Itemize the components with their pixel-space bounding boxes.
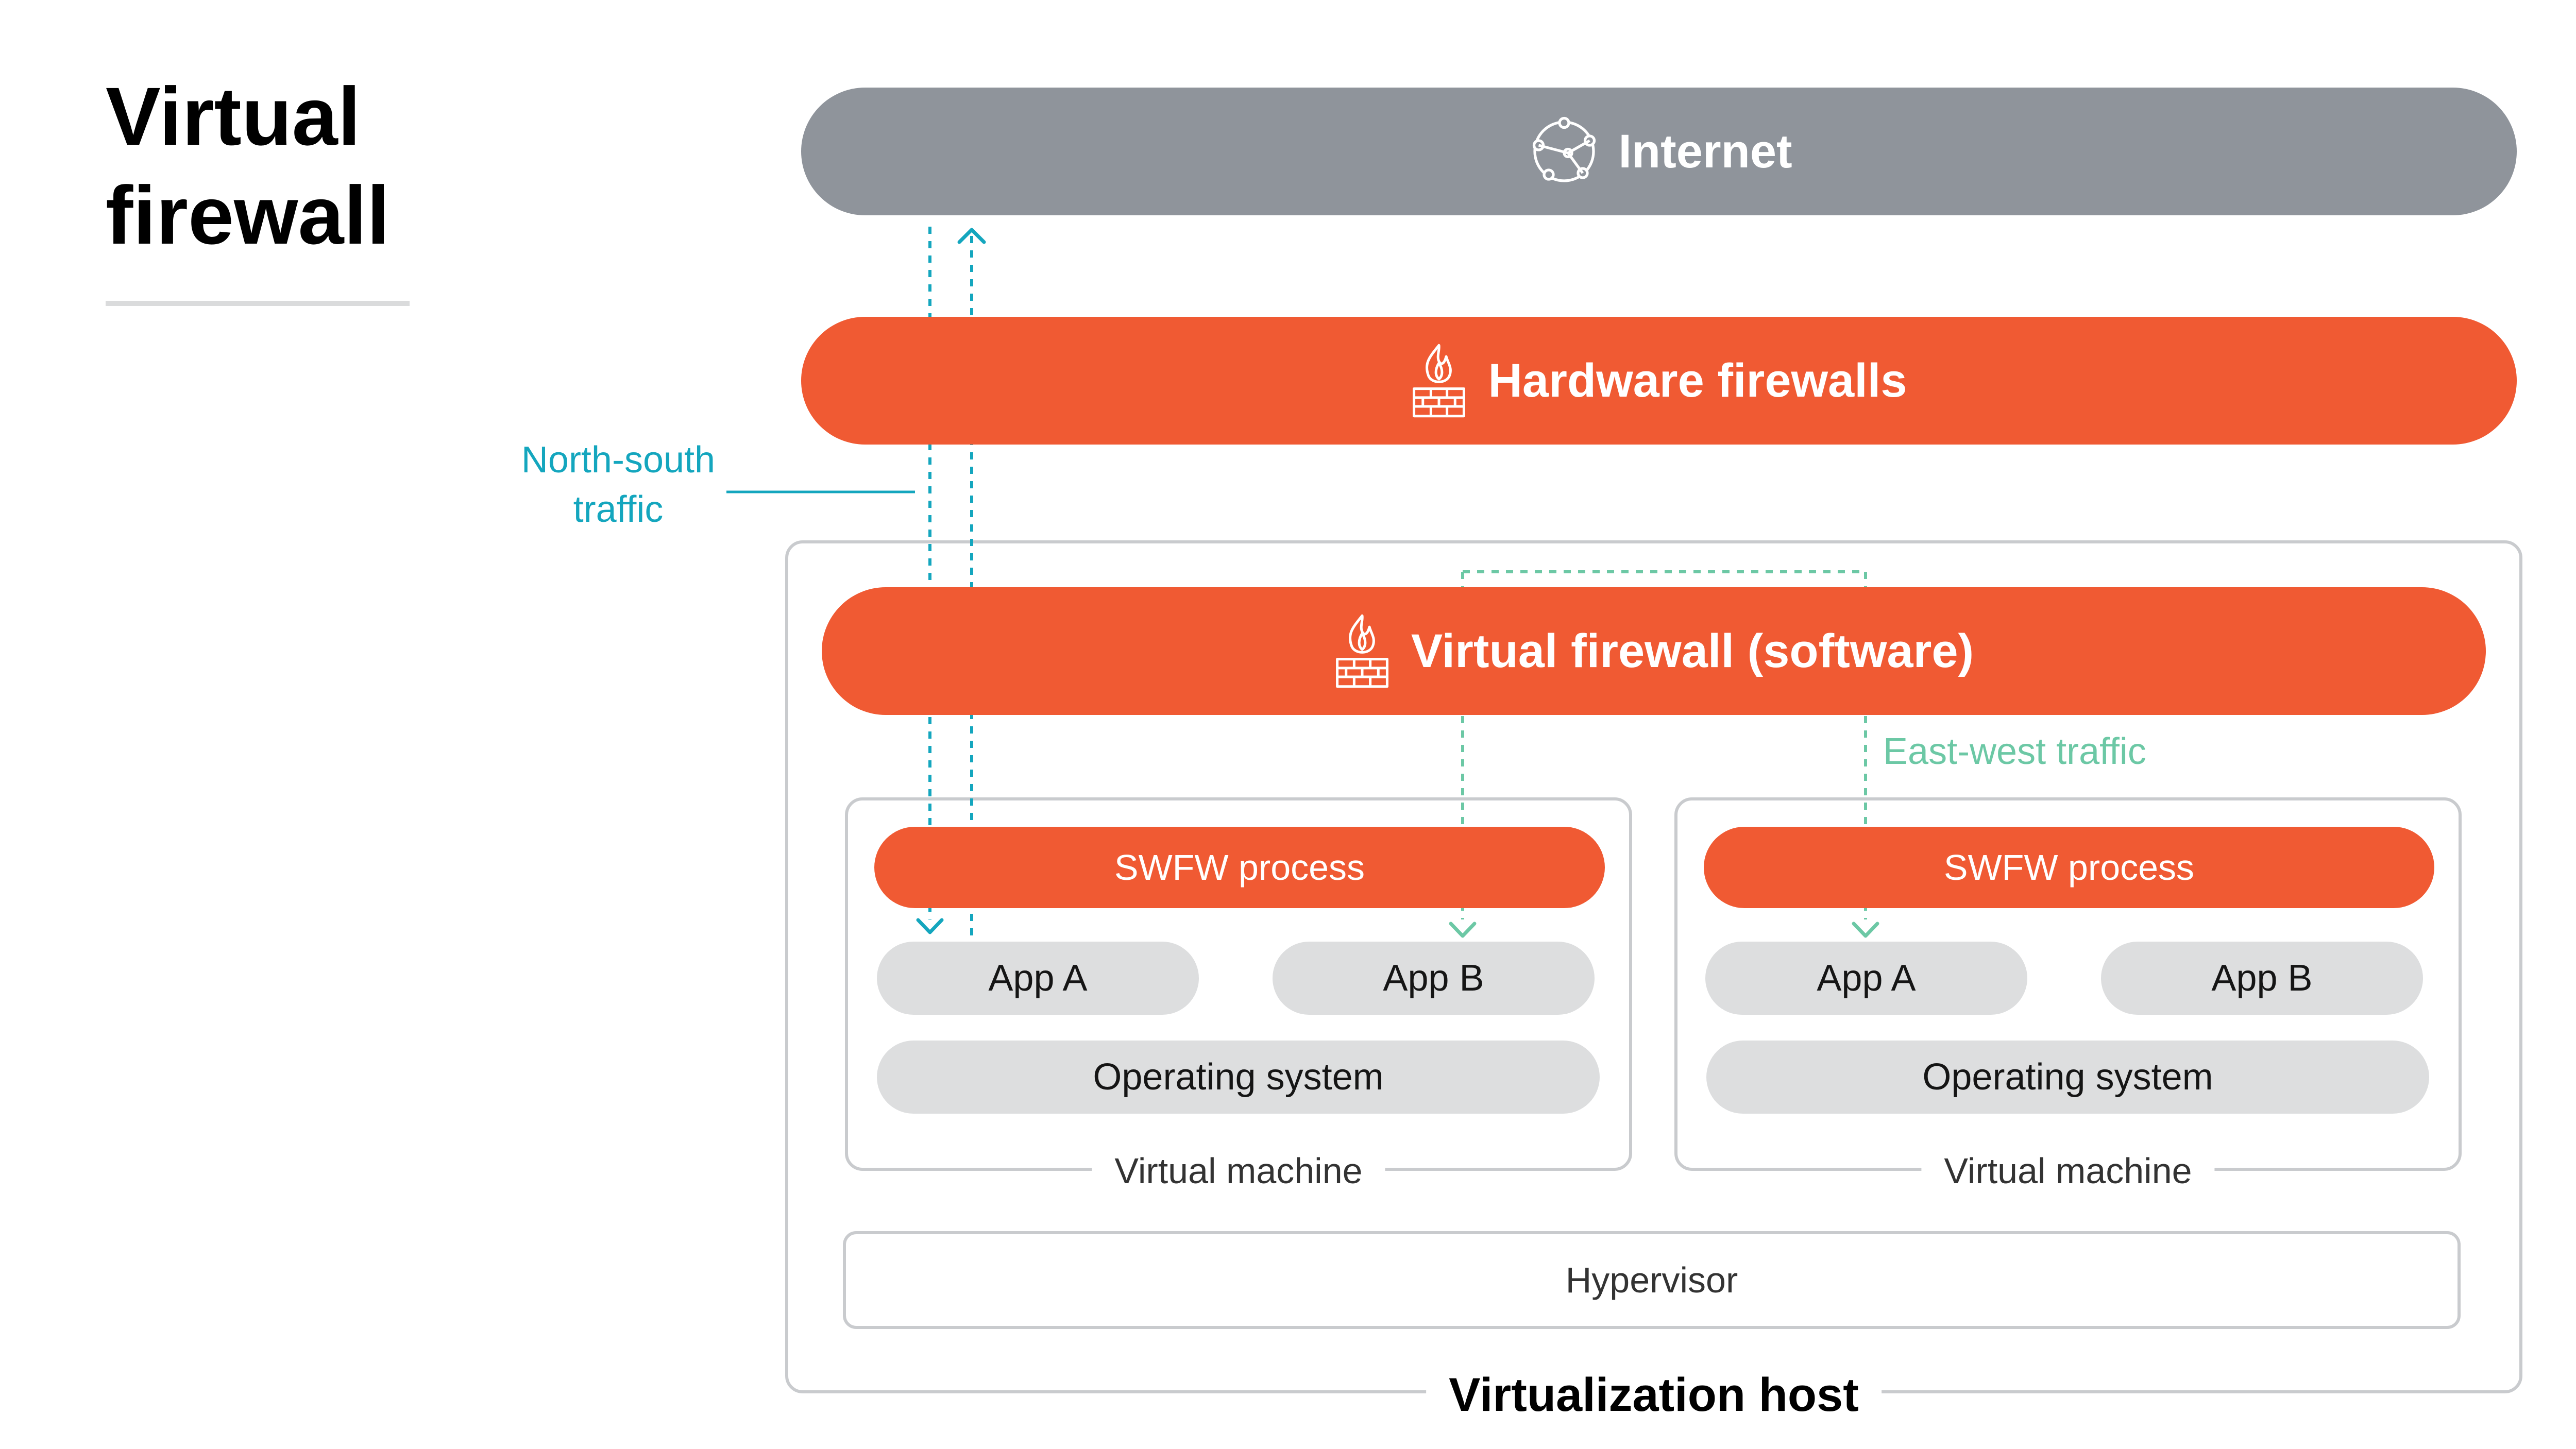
virtualization-host-label: Virtualization host <box>1426 1368 1882 1422</box>
app-b-pill-1: App B <box>1273 942 1595 1015</box>
firewall-icon <box>1413 344 1466 418</box>
hardware-firewalls-label: Hardware firewalls <box>1488 354 1907 407</box>
arrow-up <box>957 228 986 244</box>
east-west-arrows <box>1449 922 1879 938</box>
virtualization-host-frame: Virtualization host <box>785 540 2522 1422</box>
swfw-process-label: SWFW process <box>1114 847 1365 888</box>
operating-system-pill-2: Operating system <box>1706 1041 2429 1114</box>
app-b-pill-2: App B <box>2101 942 2423 1015</box>
virtual-firewall-bar: Virtual firewall (software) <box>822 587 2486 715</box>
hypervisor-box: Hypervisor <box>843 1231 2461 1329</box>
arrow-down <box>916 918 944 934</box>
east-west-traffic-label: East-west traffic <box>1883 731 2146 772</box>
arrow-down <box>1449 922 1477 938</box>
arrow-down <box>1852 922 1879 938</box>
north-south-traffic-label: North-south traffic <box>484 435 752 534</box>
title-line-2: firewall <box>106 169 390 261</box>
app-a-label: App A <box>1817 958 1916 999</box>
internet-label: Internet <box>1618 125 1792 178</box>
north-south-line-2: traffic <box>573 489 664 530</box>
page-title: Virtual firewall <box>106 67 389 265</box>
north-south-arrows <box>916 228 986 934</box>
hypervisor-label: Hypervisor <box>1565 1260 1738 1300</box>
firewall-icon <box>1335 614 1388 688</box>
internet-bar: Internet <box>801 88 2517 215</box>
operating-system-pill-1: Operating system <box>877 1041 1600 1114</box>
app-a-pill-1: App A <box>877 942 1199 1015</box>
app-a-label: App A <box>988 958 1088 999</box>
hardware-firewalls-bar: Hardware firewalls <box>801 317 2517 445</box>
title-underline <box>106 301 410 306</box>
virtual-machine-label: Virtual machine <box>1921 1150 2215 1191</box>
app-a-pill-2: App A <box>1705 942 2027 1015</box>
app-b-label: App B <box>2211 958 2313 999</box>
operating-system-label: Operating system <box>1922 1056 2213 1098</box>
north-south-line-1: North-south <box>521 439 716 481</box>
swfw-process-bar-2: SWFW process <box>1704 827 2434 908</box>
virtual-firewall-label: Virtual firewall (software) <box>1411 624 1974 677</box>
app-b-label: App B <box>1383 958 1484 999</box>
virtual-machine-frame-1: Virtual machine <box>845 797 1632 1191</box>
swfw-process-bar-1: SWFW process <box>874 827 1605 908</box>
virtual-machine-label: Virtual machine <box>1092 1150 1385 1191</box>
virtual-machine-frame-2: Virtual machine <box>1674 797 2462 1191</box>
swfw-process-label: SWFW process <box>1943 847 2195 888</box>
title-line-1: Virtual <box>106 70 361 162</box>
network-globe-icon <box>1533 116 1596 182</box>
operating-system-label: Operating system <box>1093 1056 1384 1098</box>
